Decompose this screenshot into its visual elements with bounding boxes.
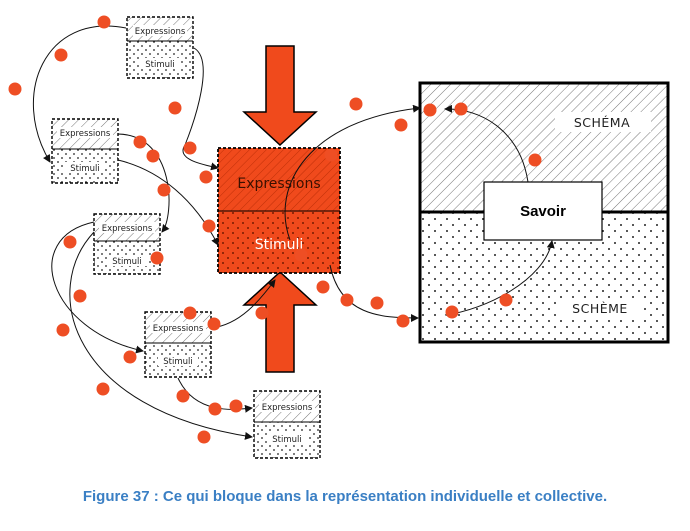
small-box-2-stimuli: Stimuli (70, 164, 99, 174)
savoir-box (483, 181, 603, 241)
top-arrow (242, 45, 318, 147)
scheme-label: SCHÈME (572, 301, 628, 316)
small-box-4: Expressions Stimuli (144, 311, 212, 378)
arrow-box1-to-center (182, 47, 219, 171)
small-box-4-stimuli: Stimuli (163, 357, 192, 367)
small-box-5: Expressions Stimuli (253, 390, 321, 459)
center-stimuli-label: Stimuli (255, 237, 304, 253)
arrow-scheme-to-savoir (444, 240, 555, 316)
small-box-2-expressions: Expressions (60, 129, 111, 139)
small-box-4-expressions: Expressions (153, 324, 204, 334)
red-dots (8, 15, 542, 444)
scheme-label-bg (558, 298, 642, 318)
small-box-1-expressions: Expressions (135, 27, 186, 37)
arrow-center-to-scheme (329, 264, 419, 322)
small-box-3: Expressions Stimuli (93, 213, 161, 275)
center-box: Expressions Stimuli (217, 147, 341, 274)
small-box-2: Expressions Stimuli (51, 118, 119, 184)
savoir-label: Savoir (520, 203, 566, 220)
figure-caption: Figure 37 : Ce qui bloque dans la représ… (82, 488, 608, 505)
schema-label: SCHÉMA (574, 115, 630, 130)
small-box-3-expressions: Expressions (102, 224, 153, 234)
small-box-5-stimuli: Stimuli (272, 435, 301, 445)
small-box-1: Expressions Stimuli (126, 16, 194, 79)
small-box-1-stimuli: Stimuli (145, 60, 174, 70)
center-expressions-area (218, 148, 340, 211)
arrow-center-to-schema (284, 104, 421, 241)
big-box: SCHÉMA SCHÈME Savoir (418, 81, 670, 344)
schema-label-bg (555, 112, 651, 132)
small-box-3-stimuli: Stimuli (112, 257, 141, 267)
center-expressions-label: Expressions (237, 176, 320, 192)
center-stimuli-area (218, 211, 340, 273)
arrow-box3-to-box5 (69, 231, 253, 440)
arrow-box1-to-box2 (33, 25, 127, 163)
arrow-box3-to-box4 (51, 221, 144, 354)
bottom-arrow (242, 270, 318, 373)
small-box-5-expressions: Expressions (262, 403, 313, 413)
